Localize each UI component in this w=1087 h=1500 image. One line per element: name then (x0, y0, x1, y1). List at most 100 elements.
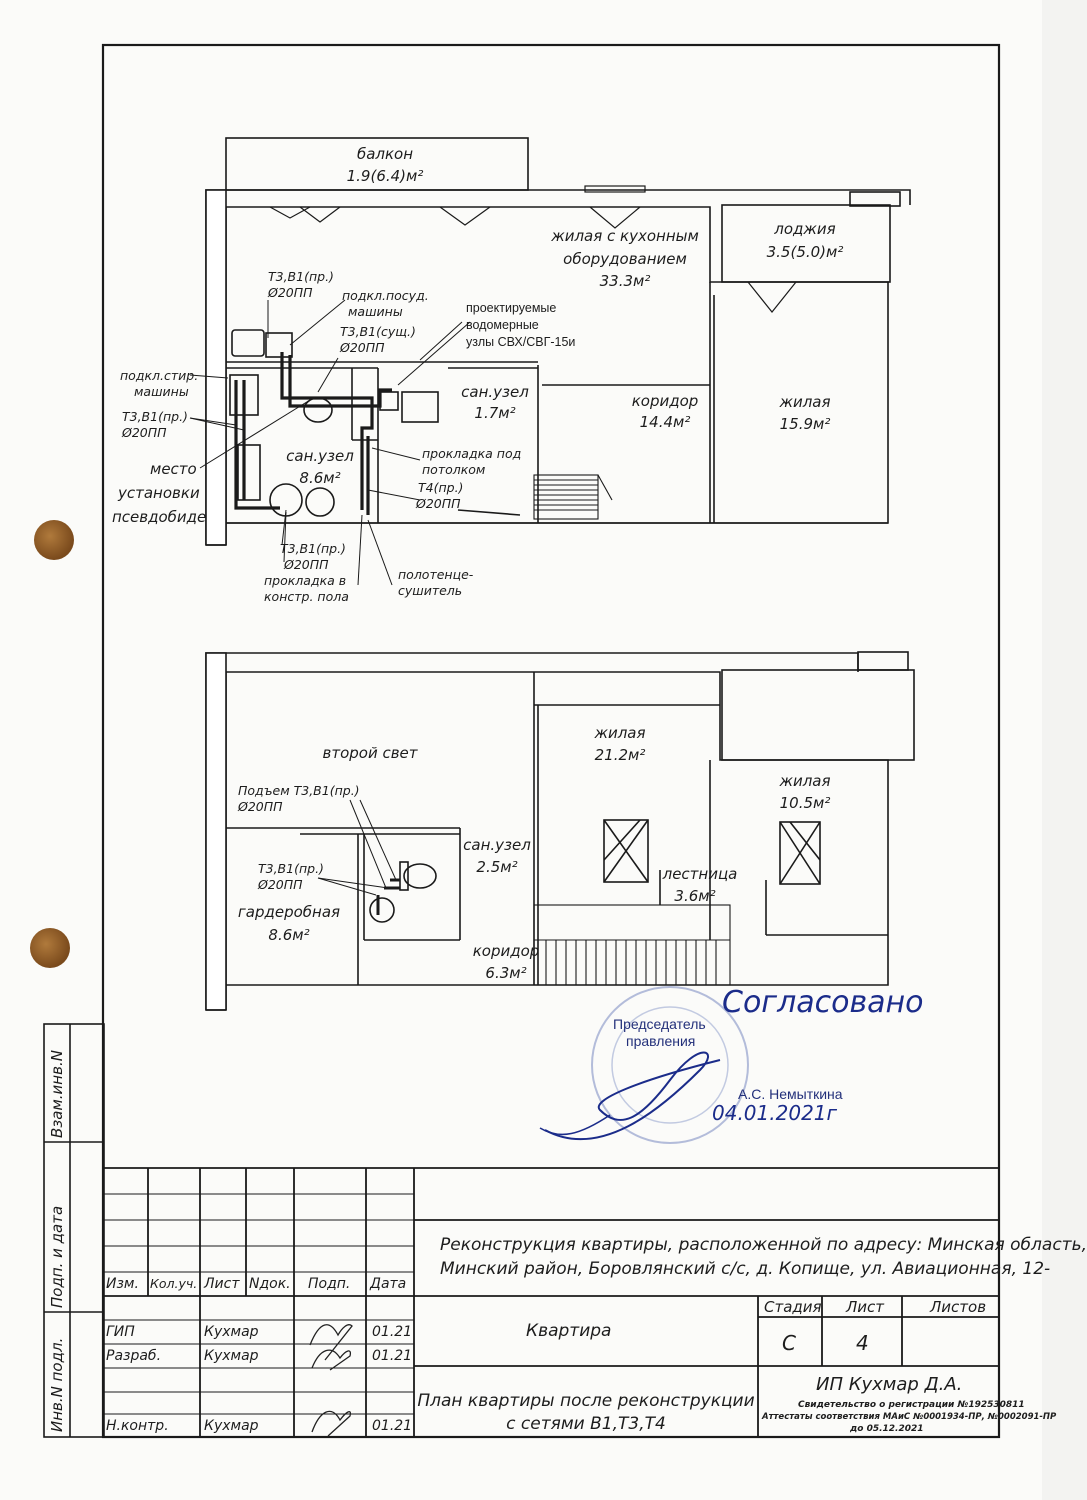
terrace (721, 669, 915, 761)
row1-name: Кухмар (204, 1324, 259, 1340)
stage-value: С (782, 1331, 796, 1355)
loggia-area: 3.5(5.0)м² (766, 243, 844, 261)
bath-small-area: 1.7м² (474, 404, 516, 422)
company-cert: Аттестаты соответствия МАиС №0001934-ПР,… (762, 1412, 1057, 1422)
drawing-sheet: балкон 1.9(6.4)м² жилая с кухонным обору… (30, 43, 1087, 1439)
bath-small-name: сан.узел (461, 383, 529, 401)
company-reg: Свидетельство о регистрации №192530811 (798, 1400, 1025, 1410)
note-d20-b: Ø20ПП (340, 340, 385, 355)
side-inv-sign: Инв.N подл. (48, 1337, 66, 1432)
note-t3b1-pr-a: Т3,В1(пр.) (268, 269, 334, 284)
note-bidet-2: установки (118, 484, 200, 502)
approval-handwritten: Согласовано (722, 985, 924, 1020)
bath-name: сан.узел (463, 836, 531, 854)
note-d20-b: Ø20ПП (258, 877, 303, 892)
sheet-value: 4 (856, 1331, 869, 1355)
bath-big-name: сан.узел (286, 447, 354, 465)
row3-role: Н.контр. (106, 1418, 169, 1434)
note-t3b1-pr-b: Т3,В1(пр.) (122, 409, 188, 424)
note-t3b1-pr: Т3,В1(пр.) (258, 861, 324, 876)
note-towel-2: сушитель (398, 583, 463, 598)
stairs-area: 3.6м² (674, 887, 716, 905)
note-bidet-3: псевдобиде (112, 508, 207, 526)
loggia (721, 204, 891, 283)
approval-date: 04.01.2021г (712, 1101, 838, 1125)
approval-role-2: правления (626, 1033, 696, 1049)
side-stamp (43, 1023, 105, 1438)
row1-date: 01.21 (372, 1324, 413, 1340)
punch-hole (30, 928, 70, 968)
living-kitchen-area: 33.3м² (599, 272, 651, 290)
approval-role-1: Председатель (613, 1016, 706, 1032)
col-data: Дата (370, 1276, 407, 1292)
signature-marks (309, 1324, 353, 1437)
balcony-name: балкон (356, 145, 414, 163)
note-t3b1-pr-c: Т3,В1(пр.) (280, 541, 346, 556)
living-b-name: жилая (779, 772, 831, 790)
sheets-header: Листов (930, 1298, 987, 1316)
note-d20-e: Ø20ПП (284, 557, 329, 572)
note-t3b1-exist: Т3,В1(сущ.) (340, 324, 416, 339)
note-ceiling-1: прокладка под (422, 446, 522, 461)
wardrobe-area: 8.6м² (268, 926, 310, 944)
note-dishwasher-1: подкл.посуд. (342, 288, 429, 303)
note-ceiling-2: потолком (422, 462, 486, 477)
row3-name: Кухмар (204, 1418, 259, 1434)
note-meters-2: водомерные (466, 318, 539, 332)
corridor-name: коридор (472, 942, 540, 960)
company-name: ИП Кухмар Д.А. (816, 1374, 963, 1395)
object-name: Квартира (526, 1321, 612, 1341)
note-dishwasher-2: машины (348, 304, 403, 319)
stairs-name: лестница (662, 865, 738, 883)
corridor-area: 14.4м² (639, 413, 691, 431)
bath-big-area: 8.6м² (299, 469, 341, 487)
note-riser: Подъем Т3,В1(пр.) (238, 783, 360, 798)
living-area: 15.9м² (779, 415, 831, 433)
note-washer-2: машины (134, 384, 189, 399)
corridor-area: 6.3м² (485, 964, 527, 982)
bath-area: 2.5м² (476, 858, 518, 876)
living-a-name: жилая (594, 724, 646, 742)
drawing-title-1: План квартиры после реконструкции (417, 1391, 755, 1411)
drawing-title-2: с сетями В1,Т3,Т4 (506, 1414, 666, 1434)
side-swap-inv: Взам.инв.N (48, 1050, 66, 1138)
row2-role: Разраб. (106, 1348, 162, 1364)
plan-top (189, 137, 911, 586)
note-meters-3: узлы СВХ/СВГ-15и (466, 335, 576, 349)
loggia-name: лоджия (774, 220, 836, 238)
second-light-label: второй свет (322, 744, 418, 762)
living-name: жилая (779, 393, 831, 411)
project-line-1: Реконструкция квартиры, расположенной по… (440, 1235, 1087, 1255)
col-list: Лист (204, 1276, 240, 1292)
punch-hole (34, 520, 74, 560)
note-floor-1: прокладка в (264, 573, 347, 588)
living-kitchen-name-1: жилая с кухонным (551, 227, 699, 245)
col-izm: Изм. (106, 1276, 139, 1292)
note-floor-2: констр. пола (264, 589, 349, 604)
sheet-header: Лист (846, 1298, 885, 1316)
note-d20-d: Ø20ПП (416, 496, 461, 511)
note-towel-1: полотенце- (398, 567, 474, 582)
row1-role: ГИП (106, 1324, 135, 1340)
note-washer-1: подкл.стир. (120, 368, 199, 383)
row3-date: 01.21 (372, 1418, 413, 1434)
approval-stamp (539, 986, 749, 1144)
plan-bottom (205, 651, 915, 1011)
living-kitchen-name-2: оборудованием (563, 250, 687, 268)
corridor-name: коридор (631, 392, 699, 410)
approval-name: А.С. Немыткина (738, 1086, 843, 1102)
note-d20-a: Ø20ПП (238, 799, 283, 814)
note-t4-pr: Т4(пр.) (418, 480, 464, 495)
stage-header: Стадия (764, 1298, 822, 1316)
living-b-area: 10.5м² (779, 794, 831, 812)
row2-name: Кухмар (204, 1348, 259, 1364)
living-a-area: 21.2м² (594, 746, 646, 764)
col-podp: Подп. (308, 1276, 351, 1292)
wardrobe-name: гардеробная (237, 903, 341, 921)
note-bidet-1: место (150, 460, 197, 478)
note-meters-1: проектируемые (466, 301, 557, 315)
side-sign-date: Подп. и дата (48, 1205, 66, 1308)
balcony-area: 1.9(6.4)м² (346, 167, 424, 185)
col-kol: Кол.уч. (150, 1276, 198, 1291)
title-block (103, 1167, 999, 1437)
